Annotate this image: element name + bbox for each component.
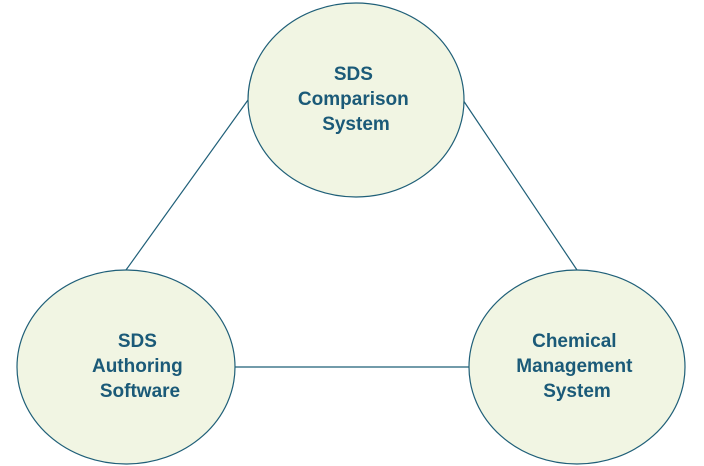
node-circle-sds-comparison-system	[247, 2, 465, 198]
connector-comparison-chemical	[462, 99, 578, 271]
connector-comparison-authoring	[125, 99, 249, 271]
node-label-line: Software	[100, 381, 180, 402]
node-sds-comparison-system: SDS Comparison System	[247, 2, 465, 198]
node-label-line: Management	[516, 356, 633, 377]
node-label-line: SDS	[118, 331, 157, 352]
node-label-line: Authoring	[92, 356, 183, 377]
node-label-sds-comparison-system: SDS Comparison System	[298, 64, 414, 135]
node-label-line: Chemical	[532, 331, 616, 352]
node-label-sds-authoring-software: SDS Authoring Software	[92, 331, 188, 402]
node-sds-authoring-software: SDS Authoring Software	[16, 269, 236, 465]
node-chemical-management-system: Chemical Management System	[468, 269, 686, 465]
node-label-line: Comparison	[298, 89, 409, 110]
node-label-chemical-management-system: Chemical Management System	[516, 331, 637, 402]
node-circle-sds-authoring-software	[16, 269, 236, 465]
node-label-line: SDS	[334, 64, 373, 85]
node-label-line: System	[322, 114, 390, 135]
node-circle-chemical-management-system	[468, 269, 686, 465]
node-label-line: System	[543, 381, 611, 402]
